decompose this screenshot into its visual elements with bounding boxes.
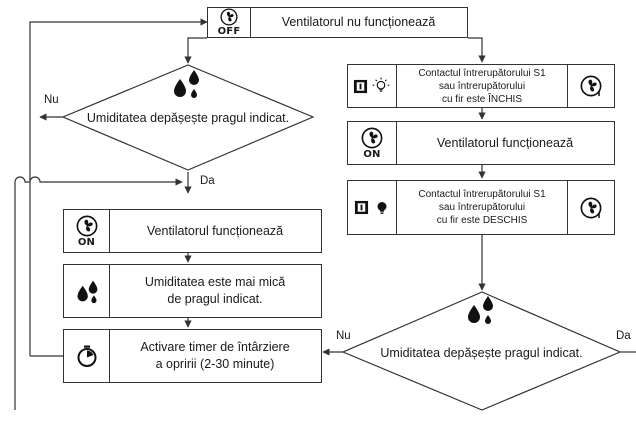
fan-icon xyxy=(580,75,602,97)
box-contact-closed: Contactul întrerupătorului S1 sau întrer… xyxy=(347,64,615,108)
decision-bottom-text: Umiditatea depășește pragul indicat. xyxy=(380,346,583,360)
fan-icon xyxy=(580,197,602,218)
connector-start-to-decision xyxy=(184,37,207,64)
fan-status-badge: OFF xyxy=(217,26,241,37)
box-text: Ventilatorul nu funcționează xyxy=(281,15,436,30)
humidity-drops-icon xyxy=(76,280,97,304)
box-humidity-lower: Umiditatea este mai mică de pragul indic… xyxy=(63,264,322,318)
humidity-drops-icon xyxy=(468,296,493,324)
fan-status-badge: ON xyxy=(363,148,381,160)
box-text: Ventilatorul funcționează xyxy=(436,135,574,150)
stopwatch-icon xyxy=(77,345,96,367)
fan-icon xyxy=(361,127,383,148)
box-text: Contactul întrerupătorului S1 sau întrer… xyxy=(418,67,546,105)
decision-top-diamond xyxy=(61,64,315,171)
switch-icon xyxy=(353,79,368,93)
box-text: Ventilatorul funcționează xyxy=(146,223,284,238)
switch-icon xyxy=(354,200,368,215)
connector-feed-line xyxy=(14,177,182,410)
box-text: Activare timer de întârziere a opririi (… xyxy=(140,340,290,371)
fan-status-badge: ON xyxy=(77,236,96,248)
humidity-drops-icon xyxy=(174,70,199,98)
lamp-off-icon xyxy=(377,201,386,214)
box-fan-off: OFF Ventilatorul nu funcționează xyxy=(207,7,468,38)
decision-bottom-diamond xyxy=(341,291,622,411)
box-text: Umiditatea este mai mică de pragul indic… xyxy=(144,275,286,306)
fan-icon xyxy=(76,215,97,236)
decision-bottom-yes-label: Da xyxy=(616,330,631,342)
box-delay-timer: Activare timer de întârziere a opririi (… xyxy=(63,329,322,383)
fan-icon xyxy=(220,8,238,26)
decision-bottom-no-label: Nu xyxy=(336,330,351,342)
connector-loop-to-start xyxy=(29,18,208,356)
box-fan-on-left: ON Ventilatorul funcționează xyxy=(63,209,322,253)
decision-top-yes-label: Da xyxy=(200,175,215,187)
box-text: Contactul întrerupătorului S1 sau întrer… xyxy=(418,189,546,226)
decision-top-text: Umiditatea depășește pragul indicat. xyxy=(86,111,290,125)
connector-start-to-right xyxy=(468,37,486,63)
decision-top-no-label: Nu xyxy=(44,94,59,106)
box-fan-on-right: ON Ventilatorul funcționează xyxy=(347,121,615,165)
lamp-on-icon xyxy=(372,77,390,92)
box-contact-open: Contactul întrerupătorului S1 sau întrer… xyxy=(347,180,615,235)
